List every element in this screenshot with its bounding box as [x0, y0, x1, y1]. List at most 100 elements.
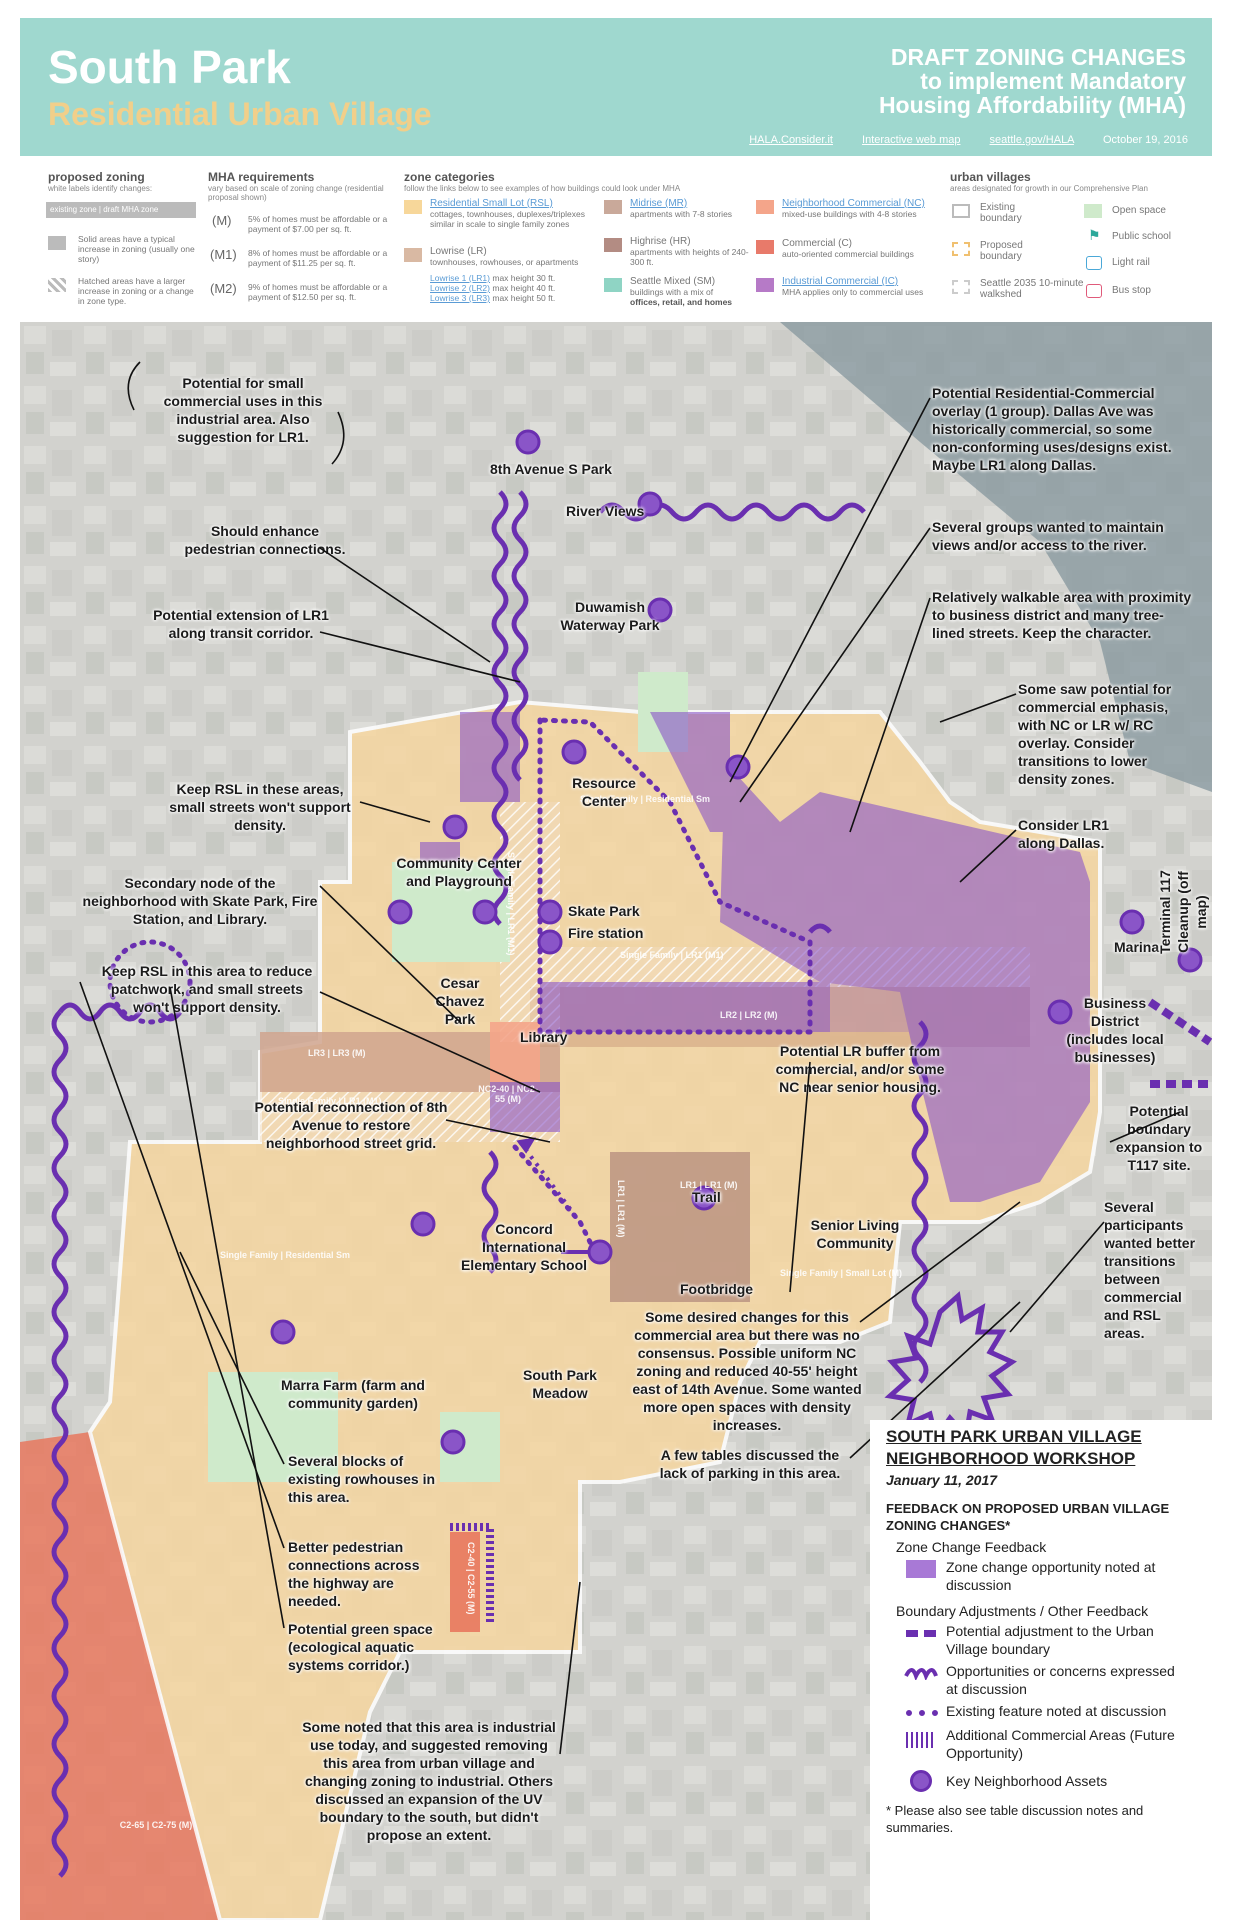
rsl-swatch [404, 200, 422, 214]
zone-label-c2: C2-65 | C2-75 (M) [119, 1820, 193, 1830]
note-secondary-node: Secondary node of the neighborhood with … [82, 875, 318, 927]
lr1-link[interactable]: Lowrise 1 (LR1) [430, 273, 490, 283]
note-parking: A few tables discussed the lack of parki… [659, 1447, 841, 1481]
legend-uv-heading: urban villages [950, 170, 1031, 184]
label-fire-station: Fire station [568, 925, 644, 941]
note-rowhouses: Several blocks of existing rowhouses in … [288, 1453, 436, 1505]
note-small-commercial: Potential for small commercial uses in t… [163, 375, 323, 445]
legend-uv-sub: areas designated for growth in our Compr… [950, 184, 1148, 193]
zone-change-feedback-heading: Zone Change Feedback [896, 1539, 1047, 1555]
workshop-date: January 11, 2017 [886, 1472, 998, 1488]
seattle-hala-link[interactable]: seattle.gov/HALA [989, 134, 1074, 146]
duwamish-river [450, 322, 1212, 792]
school-icon: ⚑ [1088, 227, 1101, 243]
note-transitions: Several participants wanted better trans… [1104, 1199, 1196, 1341]
opportunity-squiggle-swatch [904, 1668, 938, 1680]
zone-label-lr3: LR3 | LR3 (M) [308, 1048, 366, 1058]
rsl-desc: cottages, townhouses, duplexes/triplexes… [430, 209, 585, 229]
label-marra-farm: Marra Farm (farm and community garden) [281, 1377, 425, 1411]
c2-small-zone [450, 1532, 480, 1632]
note-keep-rsl: Keep RSL in these areas, small streets w… [169, 781, 351, 833]
note-reconnect-8th: Potential reconnection of 8th Avenue to … [254, 1099, 448, 1151]
note-commercial-emphasis: Some saw potential for commercial emphas… [1018, 681, 1172, 787]
label-footbridge: Footbridge [680, 1281, 754, 1297]
legend-hatched-swatch [48, 278, 66, 292]
label-community-center: Community Center and Playground [396, 855, 522, 889]
zone-opportunity-text: Zone change opportunity noted at discuss… [946, 1559, 1156, 1593]
legend-zone-chip: existing zone | draft MHA zone [46, 202, 196, 218]
school-text: Public school [1112, 231, 1171, 242]
open-space-text: Open space [1112, 205, 1166, 216]
label-library: Library [520, 1029, 568, 1045]
proposed-boundary-swatch [952, 242, 970, 256]
label-8th-ave-park: 8th Avenue S Park [490, 461, 612, 477]
workshop-title-2: NEIGHBORHOOD WORKSHOP [886, 1449, 1136, 1468]
neighborhood-map: Single Family | Residential Sm Single Fa… [20, 322, 1212, 1920]
label-marina: Marina [1114, 939, 1160, 955]
boundary-adjust-text: Potential adjustment to the Urban Villag… [946, 1623, 1154, 1657]
mha-text-m1: 8% of homes must be affordable or a paym… [248, 248, 388, 268]
note-lr1-dallas: Consider LR1 along Dallas. [1018, 817, 1110, 851]
lr-sublist: Lowrise 1 (LR1) max height 30 ft. Lowris… [430, 273, 556, 303]
workshop-legend: SOUTH PARK URBAN VILLAGE NEIGHBORHOOD WO… [870, 1420, 1220, 1920]
draft-title-line3: Housing Affordability (MHA) [878, 92, 1186, 118]
header-date: October 19, 2016 [1102, 134, 1188, 146]
label-skate-park: Skate Park [568, 903, 640, 919]
future-commercial-marker [450, 1523, 494, 1622]
draft-title-line1: DRAFT ZONING CHANGES [890, 44, 1186, 70]
label-concord-school: Concord International Elementary School [460, 1221, 588, 1273]
legend-proposed-heading: proposed zoning [48, 170, 145, 184]
rsl-link[interactable]: Residential Small Lot (RSL) [430, 198, 553, 209]
zone-label-c2b: C2-40 | C2-55 (M) [466, 1542, 476, 1615]
zone-label-lr2: LR2 | LR2 (M) [720, 1010, 778, 1020]
interactive-map-link[interactable]: Interactive web map [862, 134, 961, 146]
workshop-title-1: SOUTH PARK URBAN VILLAGE [886, 1427, 1142, 1446]
lr-swatch [404, 248, 422, 262]
existing-boundary-text: Existing boundary [980, 202, 1022, 224]
label-duwamish-park: Duwamish Waterway Park [560, 599, 660, 633]
existing-feature-text: Existing feature noted at discussion [946, 1703, 1167, 1719]
zone-label-lr1c: Single Family | LR1 (M1) [506, 852, 516, 956]
hr-swatch [604, 238, 622, 252]
hala-consider-link[interactable]: HALA.Consider.it [749, 134, 833, 146]
feedback-heading: FEEDBACK ON PROPOSED URBAN VILLAGE ZONIN… [886, 1501, 1170, 1533]
zone-label-sf3: Single Family | Residential Sm [220, 1250, 351, 1260]
header-banner: South Park Residential Urban Village DRA… [20, 18, 1212, 156]
label-business-district: Business District (includes local busine… [1066, 995, 1164, 1065]
ic-link[interactable]: Industrial Commercial (IC) [782, 276, 899, 287]
c-swatch [756, 240, 774, 254]
c-label: Commercial (C) [782, 238, 852, 249]
assets-text: Key Neighborhood Assets [946, 1773, 1108, 1789]
header-links: HALA.Consider.it Interactive web map sea… [723, 134, 1188, 146]
zone-label-lr1: LR1 | LR1 (M) [680, 1180, 738, 1190]
walkshed-swatch [952, 280, 970, 294]
label-resource-center: Resource Center [572, 775, 636, 809]
legend-zones-sub: follow the links below to see examples o… [404, 184, 681, 193]
mr-link[interactable]: Midrise (MR) [630, 198, 688, 209]
existing-feature-swatch [906, 1710, 938, 1716]
lr3-link[interactable]: Lowrise 3 (LR3) [430, 293, 490, 303]
label-river-views: River Views [566, 503, 645, 519]
bus-stop-text: Bus stop [1112, 285, 1151, 296]
page-title: South Park [48, 41, 291, 93]
open-space-swatch [1084, 204, 1102, 218]
mha-code-m1: (M1) [210, 247, 237, 262]
lr2-link[interactable]: Lowrise 2 (LR2) [430, 283, 490, 293]
label-south-park-meadow: South Park Meadow [523, 1367, 597, 1401]
note-keep-rsl-patchwork: Keep RSL in this area to reduce patchwor… [101, 963, 313, 1015]
zone-label-nc: NC2-40 | NC2-55 (M) [478, 1084, 538, 1104]
note-commercial-no-consensus: Some desired changes for this commercial… [632, 1309, 862, 1433]
hr-label: Highrise (HR) [630, 236, 691, 247]
mha-text-m2: 9% of homes must be affordable or a paym… [248, 282, 388, 302]
legend-zones-heading: zone categories [404, 170, 495, 184]
label-trail: Trail [692, 1189, 721, 1205]
lr-label: Lowrise (LR) [430, 246, 487, 257]
bus-stop-icon [1086, 284, 1102, 298]
legend-solid-swatch [48, 236, 66, 250]
nc-link[interactable]: Neighborhood Commercial (NC) [782, 198, 925, 209]
label-terminal-117: Terminal 117 Cleanup (off map) [1157, 870, 1209, 954]
existing-boundary-swatch [952, 204, 970, 218]
legend-mha-heading: MHA requirements [208, 170, 315, 184]
opportunity-text: Opportunities or concerns expressed at d… [946, 1663, 1175, 1697]
mr-swatch [604, 200, 622, 214]
